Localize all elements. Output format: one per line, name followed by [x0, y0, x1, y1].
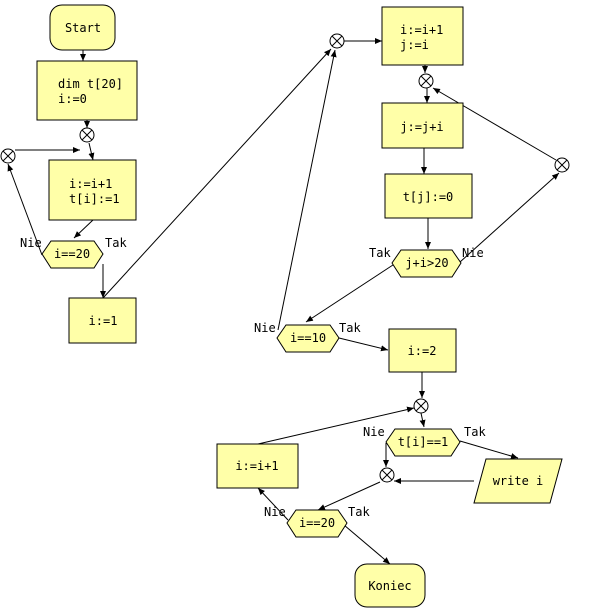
- j-inc-label: j:=j+i: [400, 120, 443, 134]
- set-i1-label: i:=1: [89, 314, 118, 328]
- join-circle: [0, 148, 16, 164]
- edge-condi10-yes: [338, 337, 389, 352]
- node-set-i2[interactable]: i:=2: [388, 328, 457, 373]
- edge-join1-loop1: [88, 142, 95, 161]
- edge-condi20-yes: [343, 524, 391, 565]
- node-inc-i[interactable]: i:=i+1: [216, 443, 299, 489]
- decision-cond-i20[interactable]: i==20: [286, 509, 348, 538]
- decision-cond1[interactable]: i==20: [41, 240, 104, 269]
- node-loop1[interactable]: i:=i+1 t[i]:=1: [48, 159, 137, 221]
- init-line-1: dim t[20]: [58, 77, 123, 91]
- edge-condi20-no: [257, 487, 289, 521]
- decision-cond-t[interactable]: t[i]==1: [385, 428, 461, 457]
- node-start[interactable]: Start: [49, 4, 116, 51]
- inc-ij-line-2: j:=i: [400, 38, 429, 52]
- edge-condi10-no: [277, 49, 337, 331]
- cond-t-no-label: Nie: [363, 425, 385, 439]
- cond-i10-yes-label: Tak: [339, 321, 361, 335]
- edge-condt-yes: [459, 440, 519, 459]
- edge-condj-yes: [305, 262, 397, 323]
- cond1-label: i==20: [54, 247, 90, 261]
- cond-i20-no-label: Nie: [264, 505, 286, 519]
- edge-condj-no: [459, 172, 560, 263]
- cond-t-label: t[i]==1: [398, 435, 449, 449]
- join-circle: [554, 157, 570, 173]
- cond-j-label: j+i>20: [405, 256, 448, 270]
- edge-inci-join5: [257, 406, 415, 445]
- join-circle: [79, 127, 95, 143]
- edge-cond1-no-back: [7, 163, 43, 256]
- loop1-line-1: i:=i+1: [69, 177, 112, 191]
- init-line-2: i:=0: [58, 92, 87, 106]
- edge-seti1-join2: [102, 48, 332, 299]
- cond-i20-label: i==20: [299, 516, 335, 530]
- loop1-line-2: t[i]:=1: [69, 192, 120, 206]
- cond-j-yes-label: Tak: [369, 246, 391, 260]
- inc-i-label: i:=i+1: [235, 459, 278, 473]
- node-write[interactable]: write i: [473, 458, 563, 504]
- cond-j-no-label: Nie: [462, 246, 484, 260]
- edge-join5-condt: [419, 412, 426, 428]
- cond-t-yes-label: Tak: [464, 425, 486, 439]
- join-circle: [418, 73, 434, 89]
- t-zero-label: t[j]:=0: [403, 190, 454, 204]
- cond-i20-yes-label: Tak: [348, 505, 370, 519]
- edge-join4-join3: [432, 87, 557, 161]
- inc-ij-line-1: i:=i+1: [400, 23, 443, 37]
- decision-cond-j[interactable]: j+i>20: [391, 249, 462, 278]
- end-label: Koniec: [368, 579, 411, 593]
- node-init[interactable]: dim t[20] i:=0: [36, 60, 138, 121]
- flowchart-edges: [7, 38, 560, 565]
- write-label: write i: [493, 474, 544, 488]
- node-j-inc[interactable]: j:=j+i: [381, 102, 464, 149]
- node-end[interactable]: Koniec: [354, 563, 426, 608]
- edge-join6-condi20: [317, 481, 381, 511]
- start-label: Start: [65, 21, 101, 35]
- join-circle: [329, 33, 345, 49]
- node-t-zero[interactable]: t[j]:=0: [384, 173, 473, 219]
- join-points: [0, 33, 570, 483]
- edge-loop1-cond1: [73, 219, 94, 239]
- node-inc-ij[interactable]: i:=i+1 j:=i: [381, 6, 464, 66]
- node-set-i1[interactable]: i:=1: [68, 297, 137, 344]
- join-circle: [379, 467, 395, 483]
- cond1-yes-label: Tak: [105, 236, 127, 250]
- decision-cond-i10[interactable]: i==10: [276, 324, 340, 353]
- cond1-no-label: Nie: [20, 236, 42, 250]
- set-i2-label: i:=2: [408, 344, 437, 358]
- join-circle: [413, 398, 429, 414]
- cond-i10-no-label: Nie: [254, 321, 276, 335]
- cond-i10-label: i==10: [290, 331, 326, 345]
